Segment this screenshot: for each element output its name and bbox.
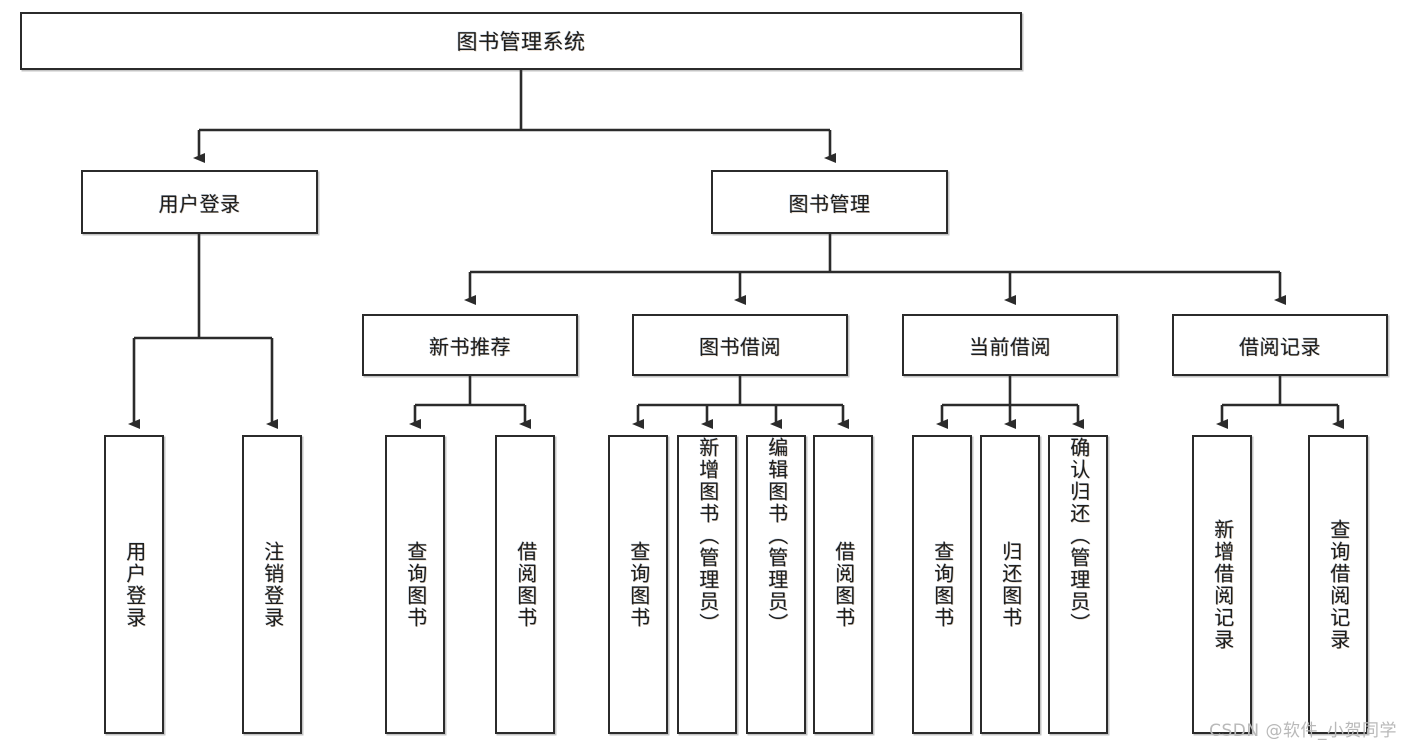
node-label: 注销登录 xyxy=(260,540,285,629)
watermark-text: CSDN @软件_小贺同学 xyxy=(1209,721,1397,741)
node-leaf-borrow-book[interactable]: 借阅图书 xyxy=(813,435,873,734)
node-label: 新增图书（管理员） xyxy=(695,437,720,635)
node-leaf-add-borrow-record[interactable]: 新增借阅记录 xyxy=(1192,435,1252,734)
node-borrow-record[interactable]: 借阅记录 xyxy=(1172,314,1388,376)
node-label: 确认归还（管理员） xyxy=(1066,437,1091,635)
node-leaf-confirm-return[interactable]: 确认归还（管理员） xyxy=(1048,435,1108,734)
node-label: 查询图书 xyxy=(930,540,955,629)
node-leaf-query-borrow-record[interactable]: 查询借阅记录 xyxy=(1308,435,1368,734)
node-root-system[interactable]: 图书管理系统 xyxy=(20,12,1022,70)
node-label: 查询借阅记录 xyxy=(1326,518,1351,651)
node-label: 当前借阅 xyxy=(969,334,1051,359)
node-label: 用户登录 xyxy=(122,540,147,629)
node-leaf-query-book-recommend[interactable]: 查询图书 xyxy=(385,435,445,734)
node-leaf-add-book[interactable]: 新增图书（管理员） xyxy=(677,435,737,734)
node-leaf-logout-login[interactable]: 注销登录 xyxy=(242,435,302,734)
node-book-management[interactable]: 图书管理 xyxy=(711,170,948,234)
node-leaf-edit-book[interactable]: 编辑图书（管理员） xyxy=(746,435,806,734)
node-label: 新书推荐 xyxy=(429,334,511,359)
node-label: 借阅图书 xyxy=(513,540,538,629)
node-label: 归还图书 xyxy=(998,540,1023,629)
node-label: 借阅图书 xyxy=(831,540,856,629)
node-new-book-recommend[interactable]: 新书推荐 xyxy=(362,314,578,376)
node-label: 图书管理系统 xyxy=(456,30,586,54)
node-label: 查询图书 xyxy=(626,540,651,629)
node-label: 借阅记录 xyxy=(1239,334,1321,359)
node-user-login[interactable]: 用户登录 xyxy=(81,170,318,234)
node-label: 新增借阅记录 xyxy=(1210,518,1235,651)
node-leaf-user-login[interactable]: 用户登录 xyxy=(104,435,164,734)
node-label: 用户登录 xyxy=(158,191,241,216)
node-label: 图书借阅 xyxy=(699,334,781,359)
node-leaf-query-book-current[interactable]: 查询图书 xyxy=(912,435,972,734)
node-label: 编辑图书（管理员） xyxy=(764,437,789,635)
node-label: 图书管理 xyxy=(788,191,871,216)
node-leaf-query-book-borrow[interactable]: 查询图书 xyxy=(608,435,668,734)
node-leaf-borrow-book-recommend[interactable]: 借阅图书 xyxy=(495,435,555,734)
node-leaf-return-book[interactable]: 归还图书 xyxy=(980,435,1040,734)
node-book-borrow[interactable]: 图书借阅 xyxy=(632,314,848,376)
node-current-borrow[interactable]: 当前借阅 xyxy=(902,314,1118,376)
node-label: 查询图书 xyxy=(403,540,428,629)
